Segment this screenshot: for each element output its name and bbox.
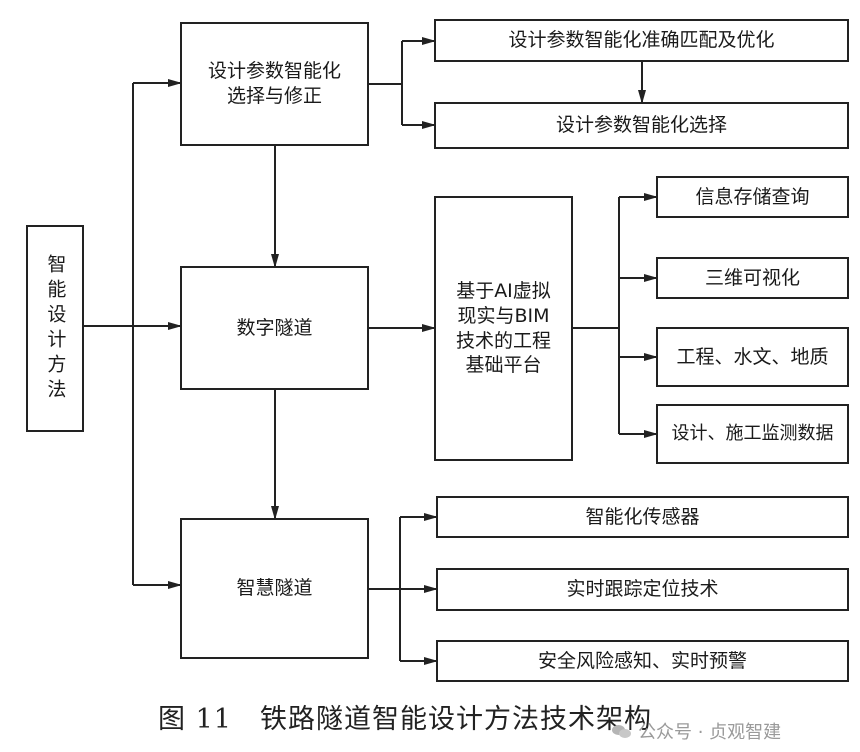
node-realtime-tracking: 实时跟踪定位技术	[436, 568, 849, 611]
wechat-icon	[612, 723, 632, 739]
node-label: 设计、施工监测数据	[671, 423, 834, 445]
node-label: 安全风险感知、实时预警	[537, 649, 747, 672]
node-label: 智能设计方法	[44, 253, 67, 404]
node-label: 智能化传感器	[585, 505, 700, 528]
node-label: 工程、水文、地质	[676, 345, 829, 368]
node-engineering-hydro-geology: 工程、水文、地质	[656, 327, 849, 387]
node-design-construction-monitoring: 设计、施工监测数据	[656, 404, 849, 464]
node-param-matching-optimization: 设计参数智能化准确匹配及优化	[434, 19, 849, 62]
node-3d-visualization: 三维可视化	[656, 257, 849, 299]
node-digital-tunnel: 数字隧道	[180, 266, 369, 390]
node-label: 设计参数智能化 选择与修正	[207, 60, 341, 107]
node-risk-warning: 安全风险感知、实时预警	[436, 640, 849, 682]
node-ai-bim-platform: 基于AI虚拟 现实与BIM 技术的工程 基础平台	[434, 196, 573, 461]
node-label: 智慧隧道	[236, 577, 313, 600]
node-param-selection: 设计参数智能化选择	[434, 102, 849, 149]
node-label: 数字隧道	[236, 316, 313, 339]
watermark-text: 公众号 · 贞观智建	[638, 722, 782, 743]
node-intelligent-sensors: 智能化传感器	[436, 496, 849, 538]
watermark: 公众号 · 贞观智建	[612, 718, 781, 744]
node-smart-tunnel: 智慧隧道	[180, 518, 369, 659]
node-label: 实时跟踪定位技术	[566, 578, 719, 601]
node-label: 三维可视化	[704, 266, 800, 289]
node-info-storage-query: 信息存储查询	[656, 176, 849, 218]
node-label: 基于AI虚拟 现实与BIM 技术的工程 基础平台	[455, 280, 551, 377]
node-intelligent-design-method: 智能设计方法	[26, 225, 84, 432]
node-label: 设计参数智能化选择	[555, 114, 727, 137]
figure-caption: 图 11 铁路隧道智能设计方法技术架构	[158, 704, 652, 735]
node-label: 信息存储查询	[695, 185, 810, 208]
node-param-selection-correction: 设计参数智能化 选择与修正	[180, 22, 369, 146]
node-label: 设计参数智能化准确匹配及优化	[508, 29, 775, 52]
